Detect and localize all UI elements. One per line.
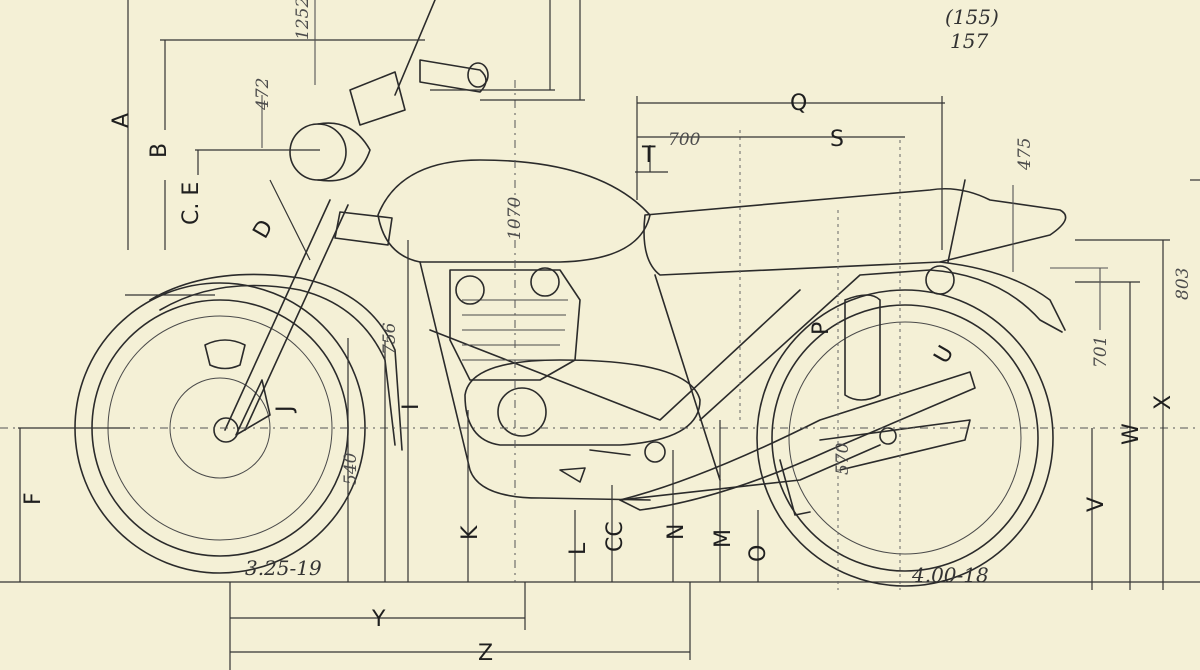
label-K: K [458, 525, 483, 540]
note-1070: 1070 [505, 197, 525, 240]
label-B: B [147, 143, 172, 158]
dimension-letters: A B C. E D F I J K L CC N M O P Q S T U … [21, 91, 1176, 666]
note-475: 475 [1015, 138, 1035, 171]
note-540: 540 [341, 452, 361, 485]
label-U: U [930, 342, 960, 368]
label-W: W [1119, 423, 1144, 445]
label-M: M [711, 529, 736, 548]
top-dimensions [430, 0, 945, 250]
bottom-dimensions [230, 240, 759, 660]
note-570: 570 [833, 442, 853, 475]
label-D: D [249, 216, 279, 243]
front-fork-assembly [204, 0, 489, 436]
note-rear-tire: 4.00-18 [911, 563, 989, 587]
note-700: 700 [668, 130, 701, 150]
note-157: 157 [950, 29, 988, 53]
label-Q: Q [790, 91, 807, 116]
label-S: S [830, 127, 844, 152]
label-Y: Y [371, 607, 386, 632]
label-Z: Z [478, 641, 493, 666]
label-O: O [746, 545, 771, 562]
note-803: 803 [1173, 268, 1193, 300]
label-CC: CC [603, 521, 628, 552]
label-J: J [273, 406, 298, 415]
note-756: 756 [380, 322, 400, 355]
label-P: P [809, 322, 834, 335]
note-155: (155) [945, 5, 999, 29]
note-1252: 1252 [293, 0, 313, 40]
label-N: N [664, 524, 689, 540]
label-L: L [566, 542, 591, 555]
label-T: T [641, 143, 656, 168]
label-X: X [1151, 395, 1176, 410]
note-front-tire: 3.25-19 [245, 556, 322, 580]
label-F: F [21, 492, 46, 505]
left-dimensions [18, 0, 425, 670]
note-701: 701 [1091, 336, 1111, 368]
label-I: I [399, 404, 424, 411]
front-wheel [74, 273, 403, 574]
pencil-notes: (155) 157 1252 472 475 1070 756 540 570 … [245, 0, 1193, 587]
exhaust [619, 371, 976, 516]
right-dimensions [1012, 179, 1200, 590]
label-A: A [109, 113, 134, 128]
note-472: 472 [253, 78, 273, 111]
label-V: V [1084, 497, 1109, 512]
label-CE: C. E [179, 182, 204, 225]
